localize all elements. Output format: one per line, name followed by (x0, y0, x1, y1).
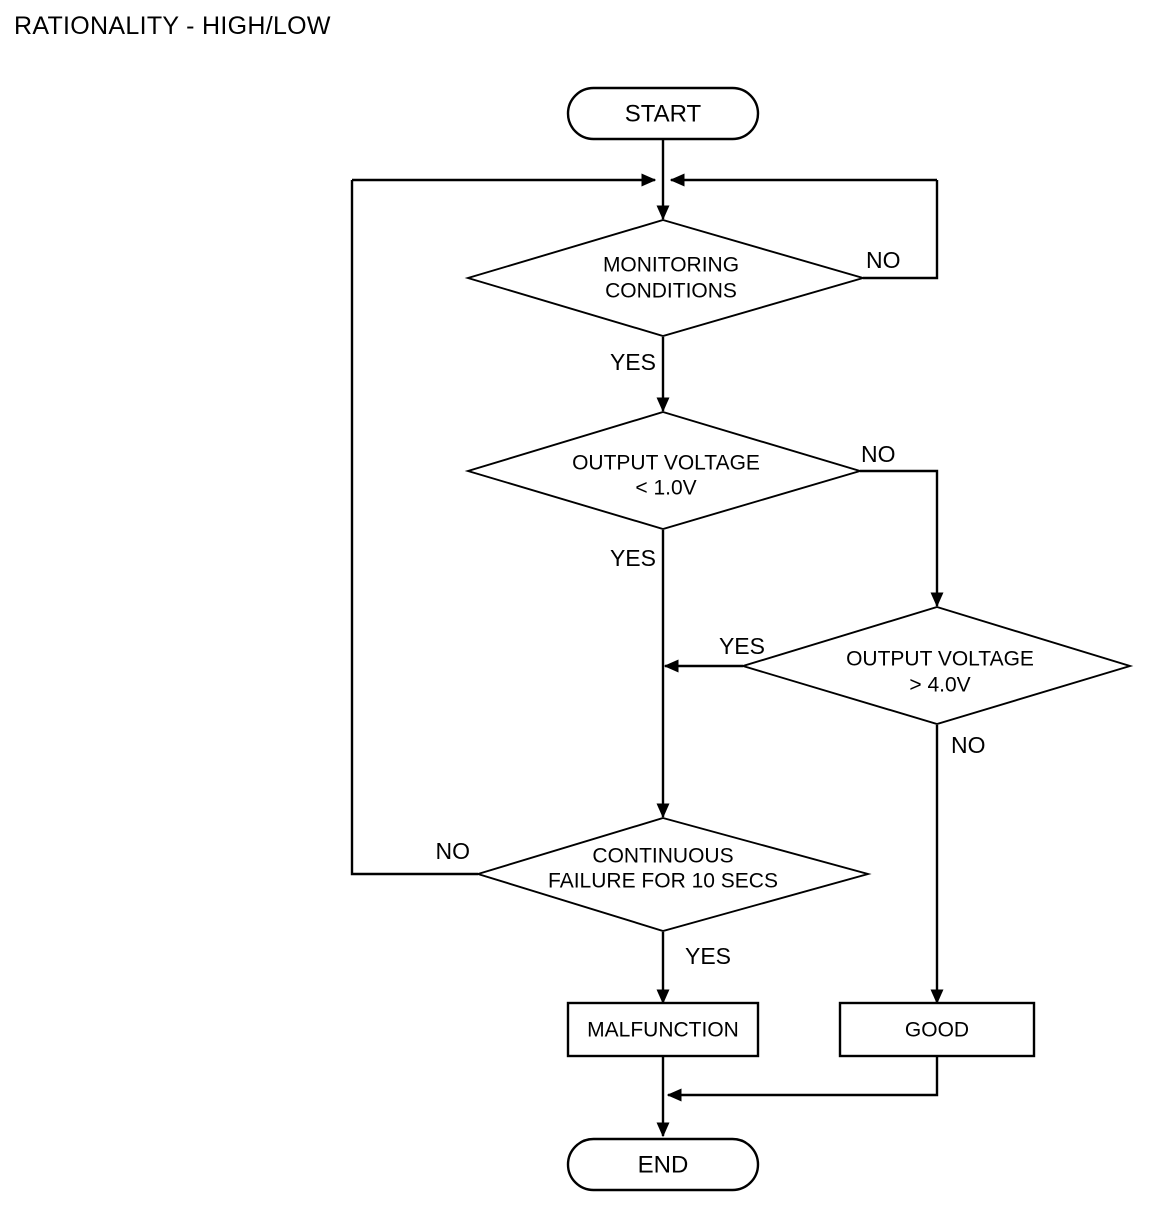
node-continuous-failure[interactable]: CONTINUOUS FAILURE FOR 10 SECS (474, 817, 872, 932)
connector-continuous-failure-no (350, 180, 478, 876)
node-start[interactable]: START (566, 86, 760, 141)
connector-low-voltage-no (860, 469, 944, 608)
continuous-failure-decision-shape (474, 817, 872, 932)
malfunction-label: MALFUNCTION (587, 1019, 739, 1042)
continuous-failure-label-line2: FAILURE FOR 10 SECS (548, 870, 778, 893)
good-box-shape (838, 1001, 1036, 1058)
edge-label-high-voltage-yes: YES (719, 633, 765, 659)
node-output-voltage-high[interactable]: OUTPUT VOLTAGE > 4.0V (739, 606, 1134, 725)
edge-label-continuous-failure-no: NO (436, 838, 471, 864)
page-title: RATIONALITY - HIGH/LOW (14, 12, 331, 40)
malfunction-box-shape (566, 1001, 760, 1058)
node-end[interactable]: END (566, 1137, 760, 1192)
high-voltage-decision-shape (739, 606, 1134, 725)
connector-monitoring-no (863, 180, 939, 280)
edge-label-continuous-failure-yes: YES (685, 943, 731, 969)
monitoring-decision-shape (464, 219, 867, 337)
low-voltage-decision-shape (464, 411, 864, 530)
start-label: START (625, 100, 702, 127)
node-monitoring-conditions[interactable]: MONITORING CONDITIONS (464, 219, 867, 337)
monitoring-label-line1: MONITORING (603, 254, 739, 277)
edge-label-monitoring-no: NO (866, 247, 901, 273)
low-voltage-label-line2: < 1.0V (635, 477, 696, 500)
connector-good-to-end (666, 1056, 939, 1102)
low-voltage-label-line1: OUTPUT VOLTAGE (572, 452, 760, 475)
node-malfunction[interactable]: MALFUNCTION (566, 1001, 760, 1058)
high-voltage-label-line1: OUTPUT VOLTAGE (846, 648, 1034, 671)
edge-label-high-voltage-no: NO (951, 732, 986, 758)
continuous-failure-label-line1: CONTINUOUS (592, 845, 733, 868)
edge-label-monitoring-yes: YES (610, 349, 656, 375)
good-label: GOOD (905, 1019, 969, 1042)
node-output-voltage-low[interactable]: OUTPUT VOLTAGE < 1.0V (464, 411, 864, 530)
end-label: END (638, 1151, 689, 1178)
edge-label-low-voltage-no: NO (861, 441, 896, 467)
end-terminator-shape (566, 1137, 760, 1192)
edge-label-low-voltage-yes: YES (610, 545, 656, 571)
high-voltage-label-line2: > 4.0V (909, 674, 970, 697)
start-terminator-shape (566, 86, 760, 141)
node-good[interactable]: GOOD (838, 1001, 1036, 1058)
monitoring-label-line2: CONDITIONS (605, 280, 737, 303)
